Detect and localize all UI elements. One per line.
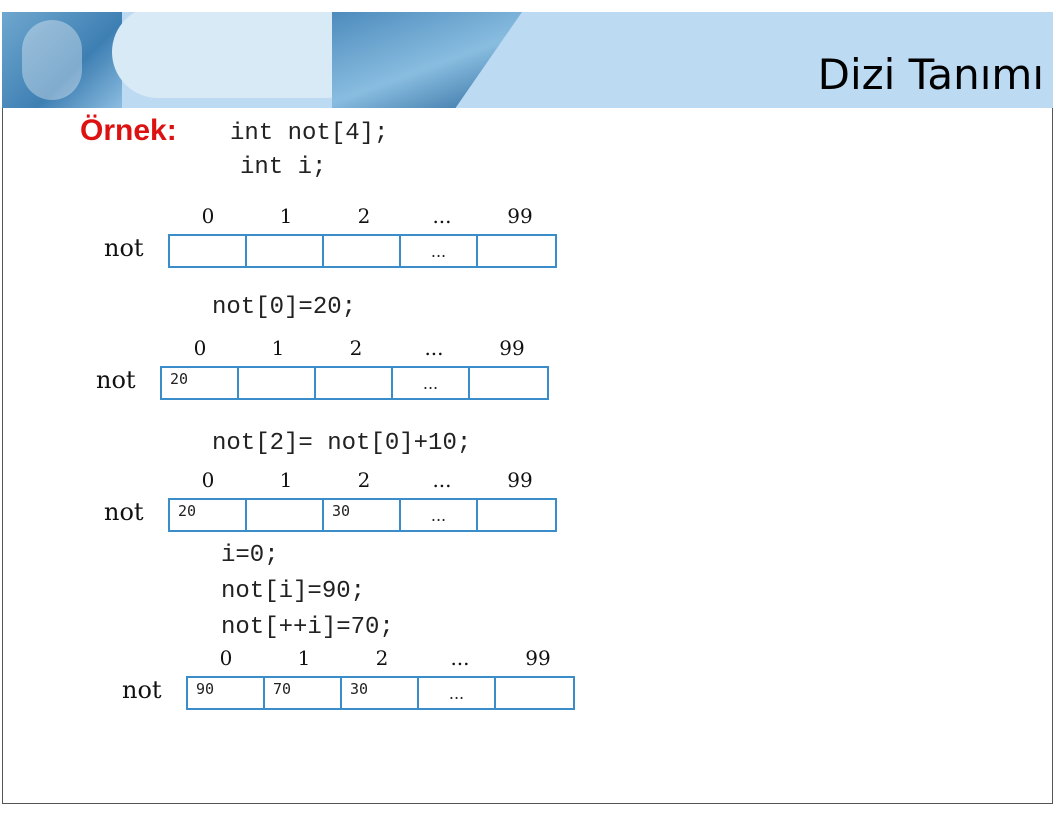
statement-1: not[0]=20; [212, 294, 356, 321]
slide-title: Dizi Tanımı [818, 50, 1044, 99]
index-label: 2 [336, 336, 376, 360]
index-label: 2 [344, 468, 384, 492]
array-cell [239, 368, 316, 398]
array-cell: 70 [265, 678, 342, 708]
array-cell [470, 368, 547, 398]
array-cell [170, 236, 247, 266]
index-label: 99 [492, 336, 532, 360]
index-label: ... [422, 204, 462, 228]
statement-2: not[2]= not[0]+10; [212, 430, 471, 457]
index-label: 99 [500, 468, 540, 492]
array-cell-ellipsis: ... [419, 678, 496, 708]
statement-3b: not[i]=90; [221, 578, 365, 605]
index-label: ... [422, 468, 462, 492]
array-cells: ... [168, 234, 557, 268]
array-cell [247, 236, 324, 266]
index-label: 0 [206, 646, 246, 670]
array-cell: 30 [342, 678, 419, 708]
array-cell [247, 500, 324, 530]
array-cells: 20 ... [160, 366, 549, 400]
index-label: 0 [188, 204, 228, 228]
statement-3c: not[++i]=70; [221, 614, 394, 641]
array-cell: 90 [188, 678, 265, 708]
index-label: ... [440, 646, 480, 670]
array-name: not [122, 676, 162, 704]
array-cell-ellipsis: ... [401, 236, 478, 266]
array-cell [478, 236, 555, 266]
index-label: 1 [266, 468, 306, 492]
array-cell [324, 236, 401, 266]
array-cell: 30 [324, 500, 401, 530]
declaration-line-2: int i; [240, 154, 326, 181]
array-cell-ellipsis: ... [393, 368, 470, 398]
statement-3a: i=0; [221, 542, 279, 569]
array-cell [316, 368, 393, 398]
array-name: not [96, 366, 136, 394]
array-cell-ellipsis: ... [401, 500, 478, 530]
array-cell [478, 500, 555, 530]
array-cell: 20 [162, 368, 239, 398]
array-name: not [104, 234, 144, 262]
index-label: ... [414, 336, 454, 360]
index-label: 0 [188, 468, 228, 492]
declaration-line-1: int not[4]; [230, 120, 388, 147]
index-label: 2 [362, 646, 402, 670]
index-label: 1 [258, 336, 298, 360]
array-name: not [104, 498, 144, 526]
index-label: 99 [518, 646, 558, 670]
array-cell: 20 [170, 500, 247, 530]
array-cells: 90 70 30 ... [186, 676, 575, 710]
banner-photo-collage [2, 12, 522, 108]
index-label: 1 [266, 204, 306, 228]
index-label: 2 [344, 204, 384, 228]
index-label: 99 [500, 204, 540, 228]
array-cells: 20 30 ... [168, 498, 557, 532]
index-label: 1 [284, 646, 324, 670]
array-cell [496, 678, 573, 708]
index-label: 0 [180, 336, 220, 360]
example-label: Örnek: [80, 114, 177, 148]
